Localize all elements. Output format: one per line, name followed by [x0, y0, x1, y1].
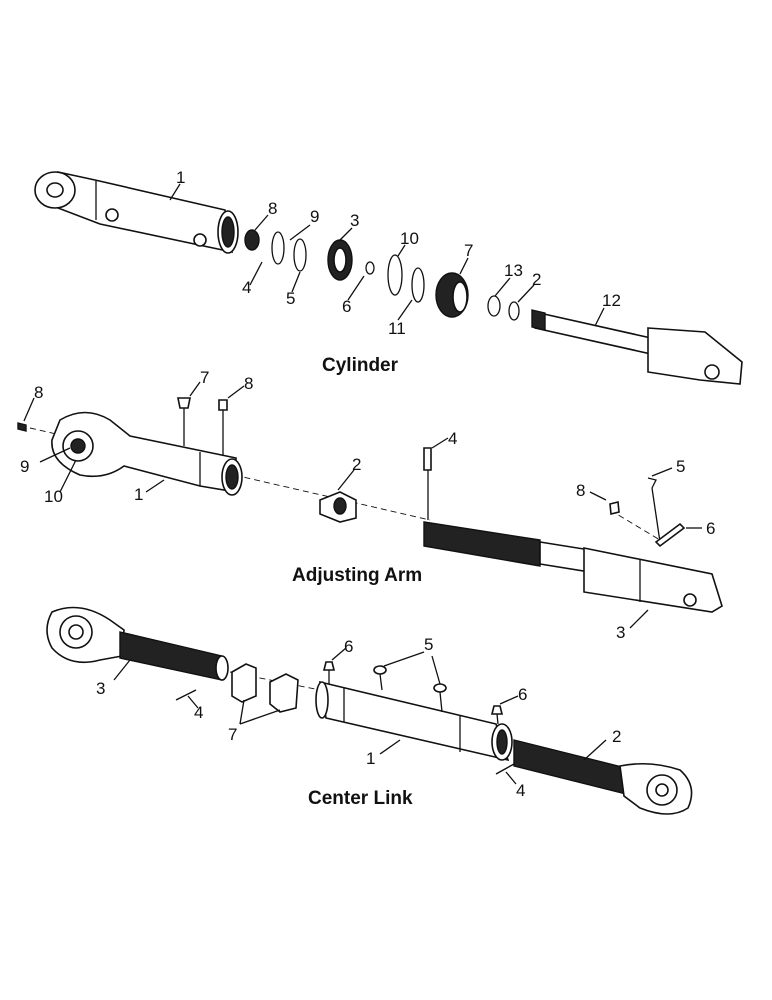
callout-6: 6 [344, 637, 353, 656]
adjusting-arm-fittings [17, 397, 686, 548]
callout-11: 11 [388, 319, 406, 338]
callout-2: 2 [612, 727, 621, 746]
callout-8b: 8 [34, 383, 43, 402]
adjusting-arm-callouts: 7 8 8 9 10 1 2 4 5 8 6 3 [20, 368, 715, 642]
adjusting-arm-rod [423, 521, 723, 613]
adjusting-arm-housing [51, 411, 243, 496]
callout-2: 2 [352, 455, 361, 474]
callout-10: 10 [400, 229, 419, 248]
callout-6b: 6 [518, 685, 527, 704]
callout-1: 1 [176, 168, 185, 187]
center-link-tube [315, 680, 513, 762]
cylinder-assembly: 1 8 9 3 10 7 13 2 12 4 5 6 11 Cylin [34, 168, 743, 385]
callout-2: 2 [532, 270, 541, 289]
cylinder-seals [244, 229, 520, 321]
cylinder-barrel [34, 171, 239, 254]
callout-6: 6 [342, 297, 351, 316]
callout-7: 7 [200, 368, 209, 387]
center-link-fittings [175, 661, 515, 775]
section-title-cylinder: Cylinder [322, 355, 399, 376]
center-link-assembly: 6 5 6 2 3 4 7 1 4 Center Link [46, 606, 693, 815]
center-link-callouts: 6 5 6 2 3 4 7 1 4 [96, 635, 621, 800]
callout-4: 4 [194, 703, 203, 722]
callout-3: 3 [96, 679, 105, 698]
callout-10: 10 [44, 487, 63, 506]
callout-4: 4 [242, 278, 251, 297]
center-link-right-rod-end [513, 739, 693, 815]
callout-4b: 4 [516, 781, 525, 800]
section-title-center-link: Center Link [308, 788, 413, 809]
center-link-left-rod-end [46, 606, 229, 681]
center-link-lock-nuts [231, 663, 299, 713]
callout-1: 1 [366, 749, 375, 768]
callout-8: 8 [268, 199, 277, 218]
callout-5: 5 [286, 289, 295, 308]
callout-4: 4 [448, 429, 457, 448]
cylinder-callouts: 1 8 9 3 10 7 13 2 12 4 5 6 11 [169, 168, 621, 338]
callout-8: 8 [244, 374, 253, 393]
adjusting-arm-assembly: 7 8 8 9 10 1 2 4 5 8 6 3 Adjusting Arm [17, 368, 723, 642]
callout-3: 3 [616, 623, 625, 642]
callout-1: 1 [134, 485, 143, 504]
callout-5: 5 [676, 457, 685, 476]
callout-7: 7 [464, 241, 473, 260]
callout-8c: 8 [576, 481, 585, 500]
callout-12: 12 [602, 291, 621, 310]
callout-7: 7 [228, 725, 237, 744]
callout-9: 9 [20, 457, 29, 476]
callout-9: 9 [310, 207, 319, 226]
callout-13: 13 [504, 261, 523, 280]
callout-5: 5 [424, 635, 433, 654]
section-title-adjusting-arm: Adjusting Arm [292, 565, 422, 586]
cylinder-rod [531, 309, 743, 385]
callout-3: 3 [350, 211, 359, 230]
callout-6: 6 [706, 519, 715, 538]
